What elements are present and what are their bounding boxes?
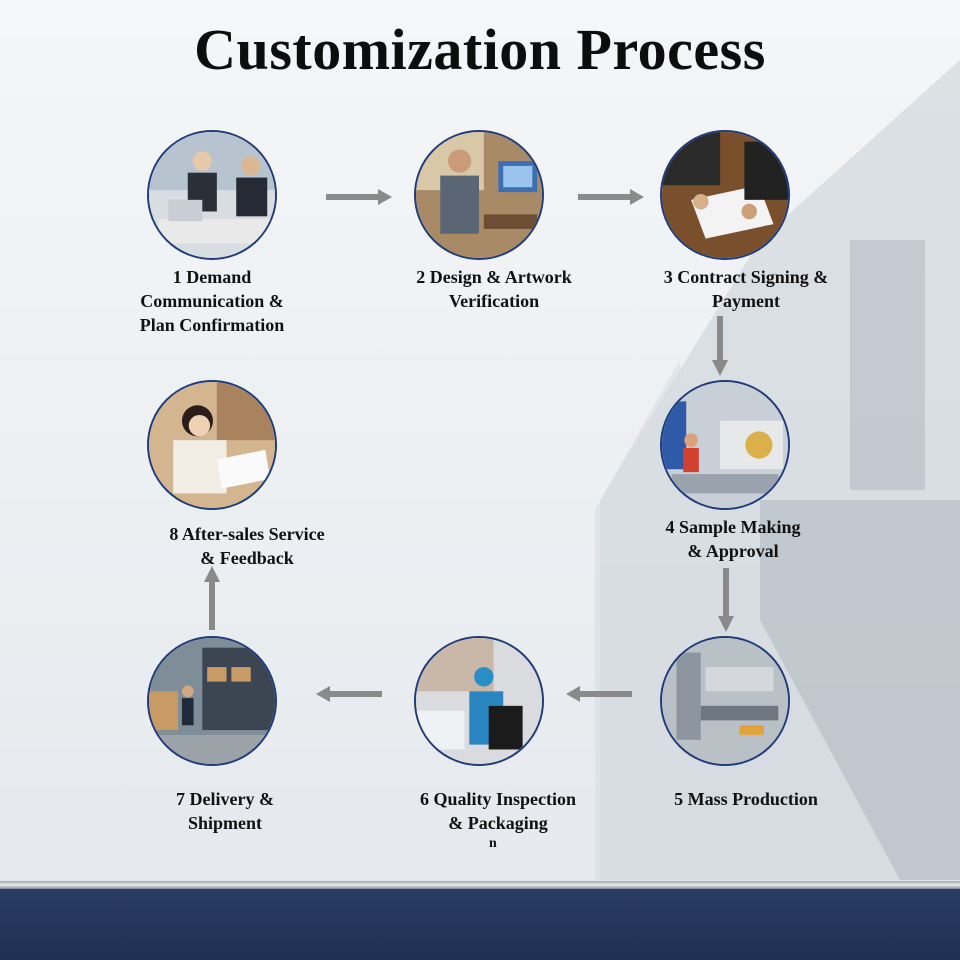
step-1-label: 1 Demand Communication & Plan Confirmati… — [82, 265, 342, 337]
factory-line-photo-icon — [662, 638, 788, 764]
step-2-photo — [414, 130, 544, 260]
step-7-label: 7 Delivery & Shipment — [95, 787, 355, 835]
step-5-label: 5 Mass Production — [616, 787, 876, 811]
step-1-photo — [147, 130, 277, 260]
inspection-photo-icon — [416, 638, 542, 764]
step-6-line-1: 6 Quality Inspection — [368, 787, 628, 811]
step-8-line-1: 8 After-sales Service — [117, 522, 377, 546]
contract-photo-icon — [662, 132, 788, 258]
step-2-line-1: 2 Design & Artwork — [364, 265, 624, 289]
footer-band — [0, 889, 960, 960]
step-2-label: 2 Design & Artwork Verification — [364, 265, 624, 313]
step-4-photo — [660, 380, 790, 510]
step-4-label: 4 Sample Making & Approval — [603, 515, 863, 563]
step-7-line-1: 7 Delivery & — [95, 787, 355, 811]
arrow-right-1-to-2 — [326, 188, 392, 206]
step-3-line-1: 3 Contract Signing & — [616, 265, 876, 289]
step-3-line-2: Payment — [616, 289, 876, 313]
footer-divider — [0, 881, 960, 889]
step-8-label: 8 After-sales Service & Feedback — [117, 522, 377, 570]
step-1-line-1: 1 Demand — [82, 265, 342, 289]
step-7-photo — [147, 636, 277, 766]
step-5-line-1: 5 Mass Production — [616, 787, 876, 811]
page-title: Customization Process — [0, 16, 960, 83]
arrow-right-2-to-3 — [578, 188, 644, 206]
step-6-photo — [414, 636, 544, 766]
arrow-up-7-to-8 — [203, 566, 221, 630]
arrow-left-6-to-7 — [316, 685, 382, 703]
phone-call-photo-icon — [149, 382, 275, 508]
step-7-line-2: Shipment — [95, 811, 355, 835]
step-3-label: 3 Contract Signing & Payment — [616, 265, 876, 313]
designer-photo-icon — [416, 132, 542, 258]
step-5-photo — [660, 636, 790, 766]
step-8-photo — [147, 380, 277, 510]
warehouse-photo-icon — [149, 638, 275, 764]
arrow-down-3-to-4 — [711, 316, 729, 376]
arrow-left-5-to-6 — [566, 685, 632, 703]
step-4-line-2: & Approval — [603, 539, 863, 563]
step-1-line-2: Communication & — [82, 289, 342, 313]
step-4-line-1: 4 Sample Making — [603, 515, 863, 539]
step-6-stray-text: n — [489, 836, 497, 852]
step-2-line-2: Verification — [364, 289, 624, 313]
step-1-line-3: Plan Confirmation — [82, 313, 342, 337]
step-6-line-2: & Packaging — [368, 811, 628, 835]
lab-machine-photo-icon — [662, 382, 788, 508]
meeting-photo-icon — [149, 132, 275, 258]
arrow-down-4-to-5 — [717, 568, 735, 632]
step-6-label: 6 Quality Inspection & Packaging — [368, 787, 628, 835]
step-3-photo — [660, 130, 790, 260]
step-8-line-2: & Feedback — [117, 546, 377, 570]
